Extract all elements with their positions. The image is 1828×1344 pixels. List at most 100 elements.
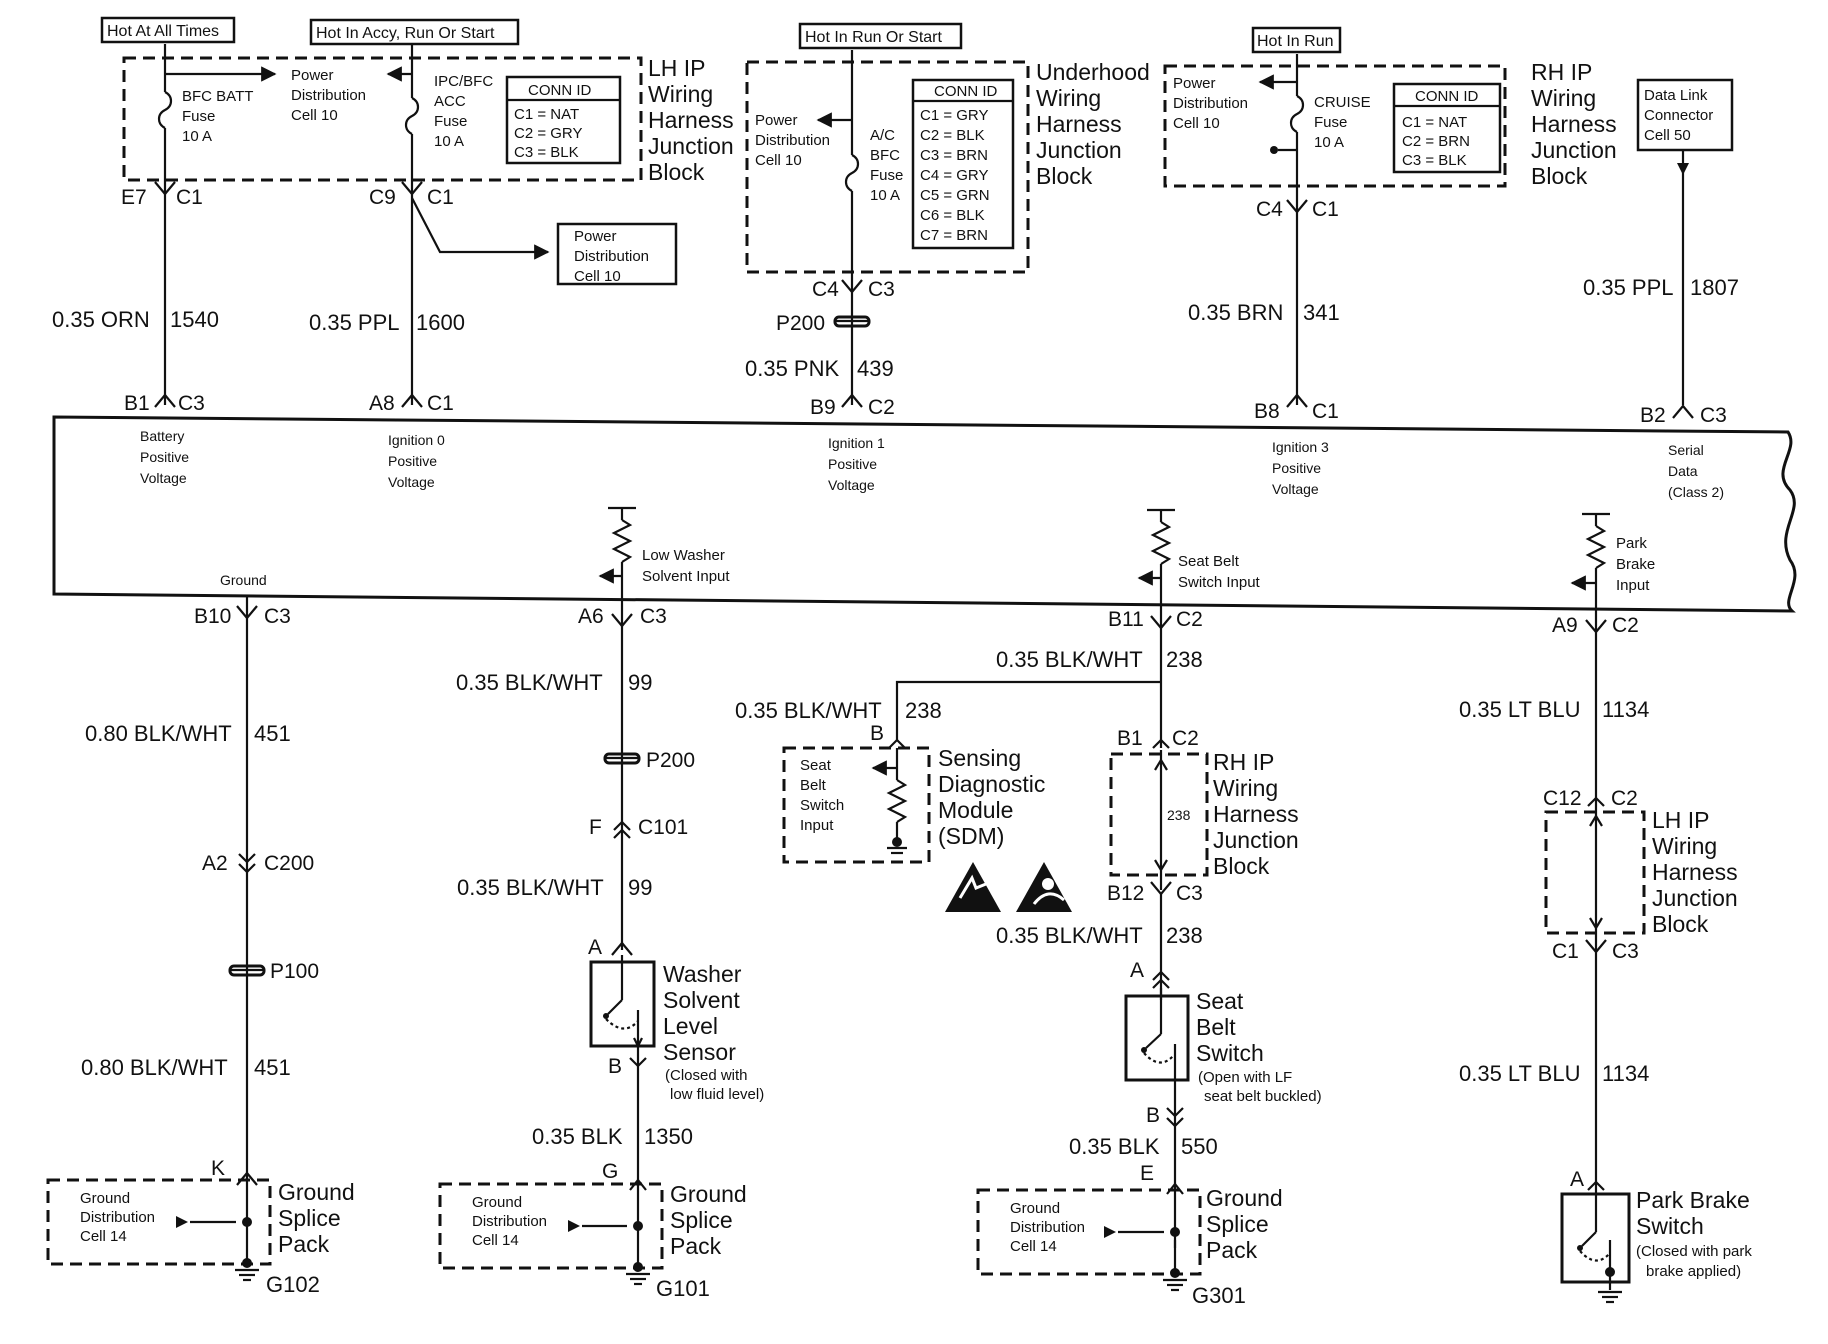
svg-text:C1: C1 xyxy=(1552,940,1579,963)
svg-text:E: E xyxy=(1140,1162,1154,1185)
svg-text:Diagnostic: Diagnostic xyxy=(938,771,1045,797)
airbag-warning-icon xyxy=(1016,862,1072,912)
svg-text:Fuse: Fuse xyxy=(870,167,903,184)
svg-text:Voltage: Voltage xyxy=(388,474,435,490)
svg-text:CONN ID: CONN ID xyxy=(934,83,998,100)
svg-text:C5 = GRN: C5 = GRN xyxy=(920,187,990,204)
svg-text:Level: Level xyxy=(663,1013,718,1039)
svg-text:Pack: Pack xyxy=(278,1231,330,1257)
svg-text:Park Brake: Park Brake xyxy=(1636,1187,1750,1213)
svg-text:Cell 10: Cell 10 xyxy=(755,152,802,169)
svg-text:C2 = GRY: C2 = GRY xyxy=(514,125,583,142)
svg-text:brake applied): brake applied) xyxy=(1646,1263,1741,1280)
svg-text:Wiring: Wiring xyxy=(1213,775,1278,801)
svg-text:Power: Power xyxy=(755,112,798,129)
park-brake-circuit: A9 C2 0.35 LT BLU 1134 C12 C2 LH IP Wiri… xyxy=(1459,612,1752,1304)
resistor-icon xyxy=(1137,508,1175,608)
svg-text:G: G xyxy=(602,1160,618,1183)
svg-text:Hot At All Times: Hot At All Times xyxy=(107,23,219,40)
svg-text:1540: 1540 xyxy=(170,307,219,332)
washer-circuit-g101: A6 C3 0.35 BLK/WHT 99 P200 F C101 0.35 B… xyxy=(438,604,764,1301)
svg-text:Connector: Connector xyxy=(1644,107,1713,124)
svg-text:LH IP: LH IP xyxy=(1652,807,1710,833)
svg-text:Junction: Junction xyxy=(1213,827,1299,853)
svg-text:C1: C1 xyxy=(427,392,454,415)
svg-text:238: 238 xyxy=(905,698,942,723)
fuse-icon xyxy=(1289,95,1305,133)
svg-text:Module: Module xyxy=(938,797,1013,823)
svg-text:0.35 LT BLU: 0.35 LT BLU xyxy=(1459,1061,1580,1086)
svg-text:Splice: Splice xyxy=(278,1205,341,1231)
svg-text:10 A: 10 A xyxy=(434,133,464,150)
svg-text:0.35 LT BLU: 0.35 LT BLU xyxy=(1459,697,1580,722)
underhood-junction-block: Power Distribution Cell 10 A/C BFC Fuse … xyxy=(745,50,1150,274)
svg-text:Ground: Ground xyxy=(1010,1200,1060,1217)
svg-text:(Closed with park: (Closed with park xyxy=(1636,1243,1752,1260)
svg-text:Battery: Battery xyxy=(140,428,184,444)
svg-text:1600: 1600 xyxy=(416,310,465,335)
svg-text:C2 = BLK: C2 = BLK xyxy=(920,127,985,144)
svg-text:Junction: Junction xyxy=(648,133,734,159)
svg-text:341: 341 xyxy=(1303,300,1340,325)
svg-text:C4: C4 xyxy=(1256,198,1283,221)
svg-text:Seat: Seat xyxy=(1196,988,1244,1014)
svg-text:Block: Block xyxy=(648,159,705,185)
svg-text:238: 238 xyxy=(1166,647,1203,672)
svg-text:Sensor: Sensor xyxy=(663,1039,736,1065)
svg-text:Ground: Ground xyxy=(1206,1185,1283,1211)
svg-text:Block: Block xyxy=(1036,163,1093,189)
svg-text:Block: Block xyxy=(1531,163,1588,189)
svg-text:Seat Belt: Seat Belt xyxy=(1178,553,1240,570)
svg-text:Harness: Harness xyxy=(1531,111,1617,137)
svg-text:Serial: Serial xyxy=(1668,442,1704,458)
svg-text:Splice: Splice xyxy=(1206,1211,1269,1237)
svg-text:10 A: 10 A xyxy=(1314,134,1344,151)
top-wire-439: C4 C3 P200 0.35 PNK 439 B9 C2 xyxy=(745,265,895,419)
svg-text:0.35 BLK/WHT: 0.35 BLK/WHT xyxy=(996,647,1143,672)
svg-text:RH IP: RH IP xyxy=(1213,749,1274,775)
svg-text:451: 451 xyxy=(254,1055,291,1080)
svg-text:BFC: BFC xyxy=(870,147,900,164)
sdm-icon xyxy=(782,746,931,864)
svg-text:Voltage: Voltage xyxy=(828,477,875,493)
fuse-icon xyxy=(404,97,420,135)
svg-text:Wiring: Wiring xyxy=(1531,85,1596,111)
svg-text:Input: Input xyxy=(800,817,834,834)
svg-text:Input: Input xyxy=(1616,577,1650,594)
svg-text:Distribution: Distribution xyxy=(291,87,366,104)
svg-text:0.35 BLK: 0.35 BLK xyxy=(1069,1134,1160,1159)
svg-text:Fuse: Fuse xyxy=(1314,114,1347,131)
svg-text:A: A xyxy=(588,936,602,959)
svg-text:Positive: Positive xyxy=(828,456,877,472)
svg-text:C9: C9 xyxy=(369,186,396,209)
svg-text:Switch Input: Switch Input xyxy=(1178,574,1261,591)
top-wire-1540: E7 C1 0.35 ORN 1540 B1 C3 xyxy=(52,168,219,415)
data-link-connector: Data Link Connector Cell 50 xyxy=(1636,78,1734,405)
svg-text:Switch: Switch xyxy=(1636,1213,1704,1239)
svg-text:C1 = NAT: C1 = NAT xyxy=(1402,114,1467,131)
svg-text:0.35 BLK/WHT: 0.35 BLK/WHT xyxy=(457,875,604,900)
lh-ip-junction-block: BFC BATT Fuse 10 A Power Distribution Ce… xyxy=(122,44,734,185)
power-distribution-ref xyxy=(556,222,678,286)
svg-text:C2: C2 xyxy=(1612,614,1639,637)
svg-text:Data Link: Data Link xyxy=(1644,87,1708,104)
svg-text:Ground: Ground xyxy=(472,1194,522,1211)
svg-text:Voltage: Voltage xyxy=(1272,481,1319,497)
svg-text:Sensing: Sensing xyxy=(938,745,1021,771)
svg-text:Positive: Positive xyxy=(1272,460,1321,476)
seatbelt-circuit-g301: B11 C2 0.35 BLK/WHT 238 0.35 BLK/WHT 238… xyxy=(735,608,1322,1308)
svg-text:Wiring: Wiring xyxy=(1652,833,1717,859)
svg-text:Cell 10: Cell 10 xyxy=(1173,115,1220,132)
svg-text:Ground: Ground xyxy=(278,1179,355,1205)
svg-text:C101: C101 xyxy=(638,816,688,839)
svg-text:0.35 PPL: 0.35 PPL xyxy=(1583,275,1674,300)
svg-text:Cell 14: Cell 14 xyxy=(1010,1238,1057,1255)
svg-text:Solvent: Solvent xyxy=(663,987,740,1013)
svg-text:C3: C3 xyxy=(640,605,667,628)
header-hot-accy: Hot In Accy, Run Or Start xyxy=(309,18,520,46)
svg-text:C1 = GRY: C1 = GRY xyxy=(920,107,989,124)
svg-text:C3 = BRN: C3 = BRN xyxy=(920,147,988,164)
seatbelt-switch-icon xyxy=(1124,994,1190,1082)
svg-text:Wiring: Wiring xyxy=(648,81,713,107)
fuse-icon xyxy=(157,91,173,129)
